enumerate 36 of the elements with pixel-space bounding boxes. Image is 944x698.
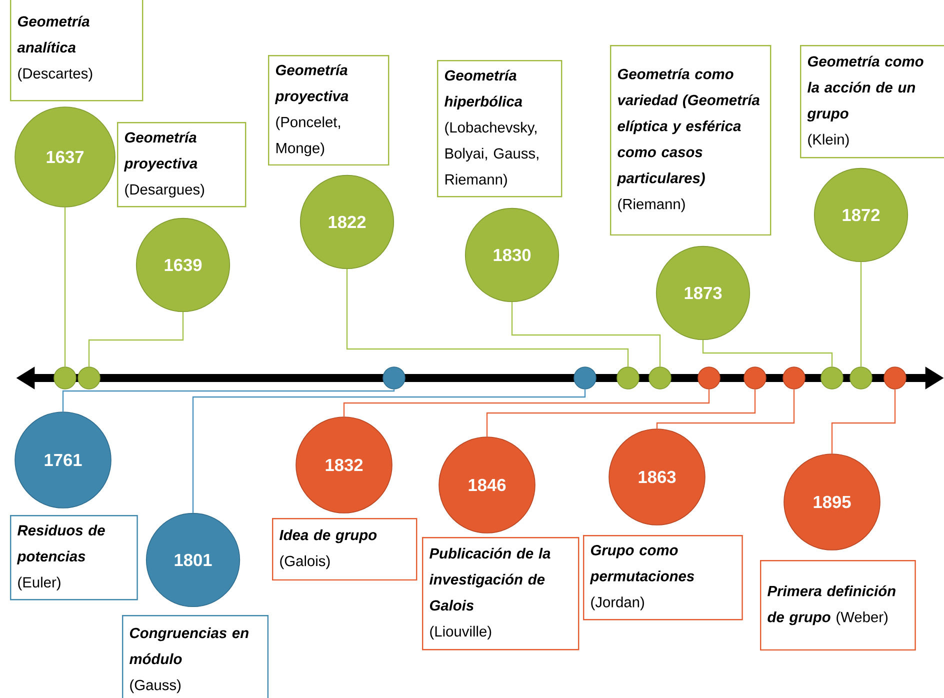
timeline-dot bbox=[574, 366, 596, 390]
event-box: Geometría como la acción de un grupo (Klein) bbox=[800, 45, 944, 158]
connector-line bbox=[702, 340, 833, 367]
connector-line bbox=[656, 389, 795, 429]
event-box: Idea de grupo (Galois) bbox=[272, 518, 418, 581]
connector-line bbox=[64, 207, 66, 367]
timeline-dot bbox=[382, 366, 406, 390]
event-box: Congruencias en módulo (Gauss) bbox=[122, 615, 269, 698]
event-box: Residuos de potencias (Euler) bbox=[10, 515, 138, 600]
connector-line bbox=[831, 389, 896, 454]
connector-line bbox=[486, 389, 756, 437]
event-box: Geometría proyectiva (Desargues) bbox=[117, 122, 246, 208]
connector-line bbox=[88, 312, 184, 367]
timeline-dot bbox=[744, 366, 766, 390]
event-box: Publicación de la investigación de Galois (Liouville) bbox=[422, 537, 580, 650]
connector-line bbox=[62, 388, 395, 412]
connector-line bbox=[343, 389, 710, 417]
timeline-dot bbox=[648, 366, 672, 390]
connector-line bbox=[860, 262, 862, 367]
timeline-dot bbox=[78, 366, 100, 390]
event-box: Geometría analítica (Descartes) bbox=[10, 0, 144, 102]
connector-line bbox=[511, 302, 661, 367]
timeline-dot bbox=[820, 366, 844, 390]
timeline-dot bbox=[884, 366, 906, 390]
timeline-dot bbox=[782, 366, 806, 390]
connector-line bbox=[346, 269, 629, 367]
event-box: Grupo como permutaciones (Jordan) bbox=[583, 535, 743, 620]
timeline-dot bbox=[616, 366, 640, 390]
connector-line bbox=[192, 389, 586, 513]
event-box: Primera definición de grupo (Weber) bbox=[760, 560, 916, 651]
event-box: Geometría proyectiva (Poncelet, Monge) bbox=[268, 55, 390, 166]
timeline-dot bbox=[850, 366, 872, 390]
timeline-dot bbox=[54, 366, 76, 390]
timeline-dot bbox=[698, 366, 720, 390]
event-box: Geometría como variedad (Geometría elíptica y esférica como casos particulares) (Riemann) bbox=[610, 45, 772, 236]
event-box: Geometría hiperbólica (Lobachevsky, Bolyai, Gauss, Riemann) bbox=[437, 60, 562, 198]
